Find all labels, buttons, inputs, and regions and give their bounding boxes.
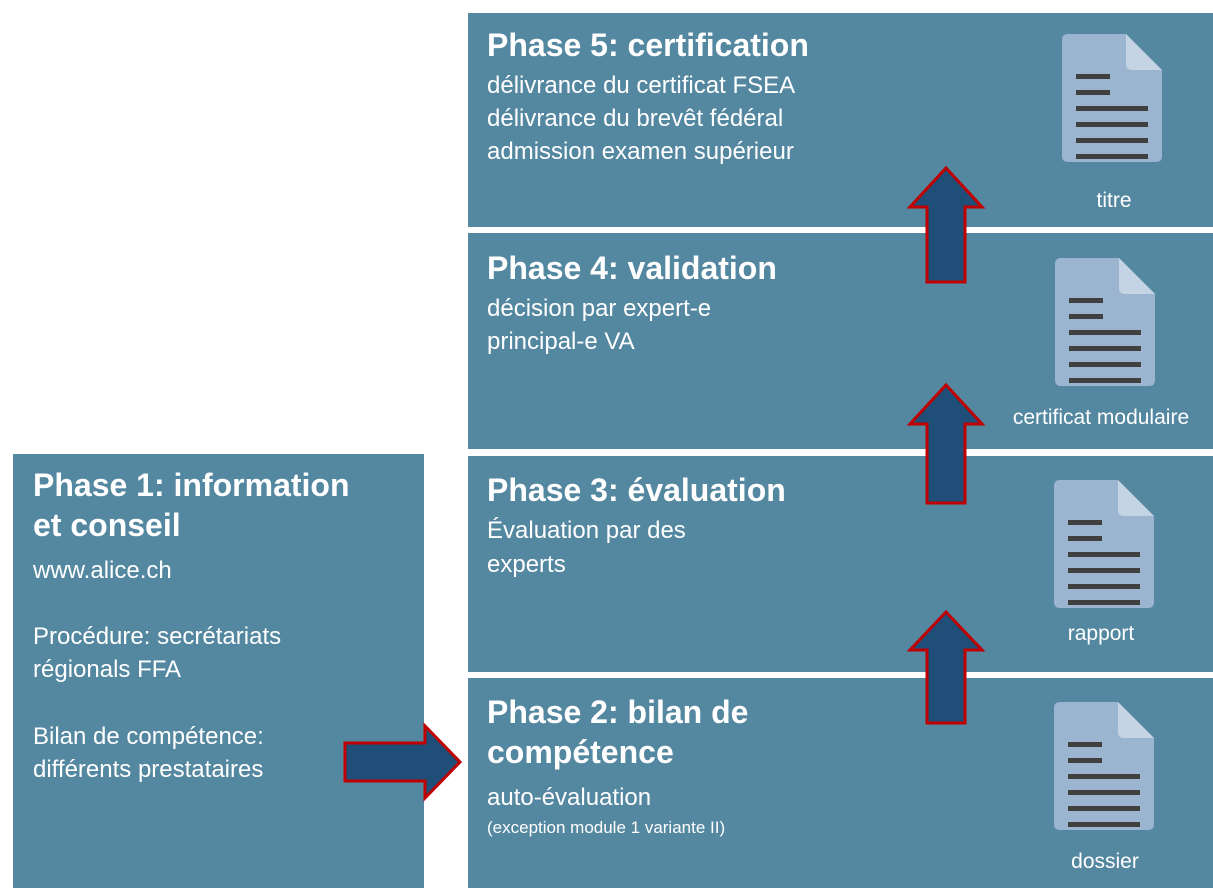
phase1-bilan-line1: Bilan de compétence: xyxy=(33,723,264,750)
phase5-box: Phase 5: certification délivrance du cer… xyxy=(468,13,1213,227)
phase1-procedure-line2: régionals FFA xyxy=(33,656,182,683)
phase3-doc-label: rapport xyxy=(1067,622,1135,645)
phase1-bilan-line2: différents prestataires xyxy=(33,756,264,783)
phase4-box: Phase 4: validation décision par expert-… xyxy=(468,233,1213,449)
phase4-desc-line2: principal-e VA xyxy=(487,328,635,355)
document-icon xyxy=(1054,480,1154,608)
phase3-desc-line1: Évaluation par des xyxy=(487,517,686,544)
phase5-doc-label: titre xyxy=(1096,189,1132,212)
phase2-box: Phase 2: bilan de compétence auto-évalua… xyxy=(468,678,1213,888)
document-icon xyxy=(1055,258,1155,386)
document-icon xyxy=(1062,34,1162,162)
phase4-title: Phase 4: validation xyxy=(487,250,777,286)
phase4-desc-line1: décision par expert-e xyxy=(487,295,712,322)
document-icon xyxy=(1054,702,1154,830)
phase2-title-line2: compétence xyxy=(487,734,674,770)
phase2-doc-label: dossier xyxy=(1071,850,1139,873)
phase5-desc-line2: délivrance du brevêt fédéral xyxy=(487,105,784,132)
up-arrow-icon xyxy=(906,382,986,505)
phase1-link: www.alice.ch xyxy=(33,557,172,584)
phase1-title-line2: et conseil xyxy=(33,507,181,543)
phase3-box: Phase 3: évaluation Évaluation par des e… xyxy=(468,456,1213,672)
phase2-note: (exception module 1 variante II) xyxy=(487,818,726,837)
phase3-title: Phase 3: évaluation xyxy=(487,472,786,508)
phase1-box: Phase 1: information et conseil www.alic… xyxy=(13,454,424,888)
up-arrow-icon xyxy=(906,609,986,725)
phase5-desc-line3: admission examen supérieur xyxy=(487,138,794,165)
right-arrow-icon xyxy=(343,722,463,802)
phase2-desc-line1: auto-évaluation xyxy=(487,784,652,811)
phase5-desc-line1: délivrance du certificat FSEA xyxy=(487,72,796,99)
up-arrow-icon xyxy=(906,165,986,284)
phase1-title-line1: Phase 1: information xyxy=(33,467,350,503)
phase5-title: Phase 5: certification xyxy=(487,27,809,63)
phase1-procedure-line1: Procédure: secrétariats xyxy=(33,623,282,650)
phase2-title-line1: Phase 2: bilan de xyxy=(487,694,749,730)
phase3-desc-line2: experts xyxy=(487,551,566,578)
phase4-doc-label: certificat modulaire xyxy=(1012,406,1190,429)
